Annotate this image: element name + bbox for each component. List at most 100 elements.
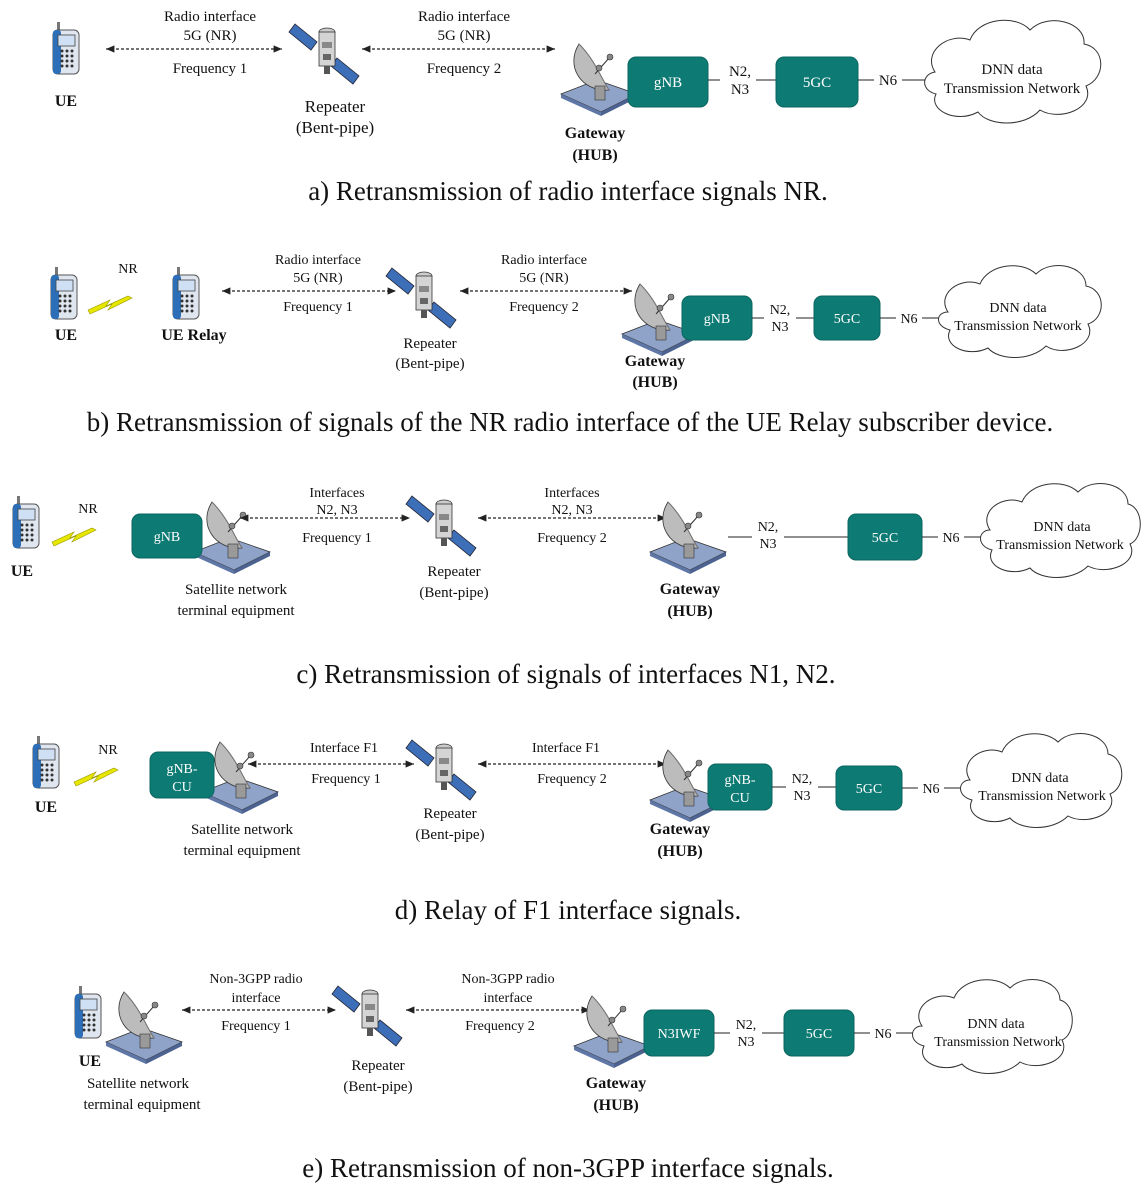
satellite-icon [331,985,403,1047]
link1-top-line2: 5G (NR) [293,271,343,286]
link2-top-line1: Interfaces [544,486,599,501]
gateway-dish-icon [573,995,651,1069]
terminal-gnb-box [131,513,203,559]
ue-phone-icon [32,735,60,789]
radio-link-bolt-icon [73,767,119,787]
terminal-box-label: gNB [154,530,180,545]
link2-top: Interface F1 [532,741,600,756]
core-box-label: 5GC [803,75,831,91]
core-box-label: 5GC [806,1027,832,1042]
repeater-line2: (Bent-pipe) [296,118,374,137]
link1-top-line1: Non-3GPP radio [209,972,302,987]
link2-freq: Frequency 2 [427,61,502,77]
link1-top-line1: Radio interface [275,253,361,268]
gateway-dish-icon [649,501,727,575]
n3iwf-box-label: N3IWF [658,1027,701,1042]
link1-top-line1: Radio interface [164,9,256,25]
gateway-line2: (HUB) [667,603,712,620]
ue-label: UE [11,563,33,580]
ue-label: UE [55,93,77,110]
gateway-line1: Gateway [660,581,720,598]
satellite-icon [405,495,477,557]
n2n3-line1: N2, [770,303,791,318]
satellite-icon [405,739,477,801]
n6-label: N6 [879,73,898,89]
link2-freq: Frequency 2 [537,531,607,546]
core-box-label: 5GC [834,312,860,327]
nr-label: NR [98,743,118,758]
gateway-line1: Gateway [586,1075,646,1092]
n2n3-line2: N3 [793,789,810,804]
n6-label: N6 [922,782,939,797]
link2-freq: Frequency 2 [537,772,607,787]
link2-freq: Frequency 2 [509,300,579,315]
n2n3-line1: N2, [792,772,813,787]
ue-label: UE [79,1053,101,1070]
cloud-line1: DNN data [1011,771,1069,786]
link1-freq: Frequency 1 [283,300,353,315]
gateway-dish-icon [560,43,638,117]
terminal-dish-icon [193,501,271,575]
repeater-line1: Repeater [351,1058,404,1074]
n2n3-line2: N3 [731,82,749,98]
ue-label: UE [35,799,57,816]
n2n3-line2: N3 [771,320,788,335]
panel-a: UE Radio interface 5G (NR) Frequency 1 R… [52,9,1102,206]
link1-freq: Frequency 1 [173,61,248,77]
terminal-gnb-cu-box [149,751,215,799]
repeater-line1: Repeater [403,336,456,352]
radio-link-bolt-icon [87,295,133,315]
link2-top-line1: Radio interface [418,9,510,25]
panel-c: UE NR gNB Satellite network terminal equ… [11,483,1141,689]
n2n3-line1: N2, [729,64,751,80]
gateway-line1: Gateway [565,125,625,142]
repeater-line2: (Bent-pipe) [415,827,484,843]
link2-top-line1: Non-3GPP radio [461,972,554,987]
ue-relay-phone-icon [172,266,200,320]
ue-phone-icon [52,21,80,75]
cloud-line2: Transmission Network [996,538,1123,553]
core-box-label: 5GC [872,531,898,546]
terminal-line1: Satellite network [191,822,294,838]
link1-freq: Frequency 1 [311,772,381,787]
core-box-label: 5GC [856,782,882,797]
dnn-cloud-icon [960,733,1123,828]
link2-top-line2: interface [484,991,533,1006]
link2-top-line1: Radio interface [501,253,587,268]
n2n3-line1: N2, [758,520,779,535]
caption-a: a) Retransmission of radio interface sig… [308,176,828,206]
nr-label: NR [78,502,98,517]
panel-e: UE Satellite network terminal equipment … [74,972,1073,1183]
repeater-line1: Repeater [427,564,480,580]
terminal-line2: terminal equipment [177,603,295,619]
link1-freq: Frequency 1 [302,531,372,546]
n6-label: N6 [874,1027,891,1042]
repeater-line2: (Bent-pipe) [419,585,488,601]
panel-d: UE NR gNB- CU Satellite network terminal… [32,733,1123,925]
ue-phone-icon [12,495,40,549]
ue-label: UE [55,327,77,344]
cloud-line2: Transmission Network [944,81,1081,97]
panel-b: UE NR UE Relay Radio interface 5G (NR) F… [50,253,1102,437]
core-box [775,56,859,108]
terminal-line2: terminal equipment [83,1097,201,1113]
link2-top-line2: 5G (NR) [438,28,491,44]
ue-phone-icon [74,985,102,1039]
caption-d: d) Relay of F1 interface signals. [395,895,741,925]
link1-top-line2: N2, N3 [316,503,357,518]
dnn-cloud-icon [980,483,1141,578]
gnb-box-label: gNB [704,312,730,327]
gnb-box [627,56,709,108]
gnb-box-label: gNB [654,75,682,91]
cloud-line2: Transmission Network [978,789,1105,804]
dnn-cloud-icon [912,979,1073,1074]
satellite-icon [385,267,457,329]
terminal-line2: terminal equipment [183,843,301,859]
cloud-line1: DNN data [981,62,1043,78]
link2-freq: Frequency 2 [465,1019,535,1034]
repeater-line2: (Bent-pipe) [343,1079,412,1095]
ue-relay-label: UE Relay [161,327,226,344]
cloud-line1: DNN data [1033,520,1091,535]
dnn-cloud-icon [924,19,1102,124]
